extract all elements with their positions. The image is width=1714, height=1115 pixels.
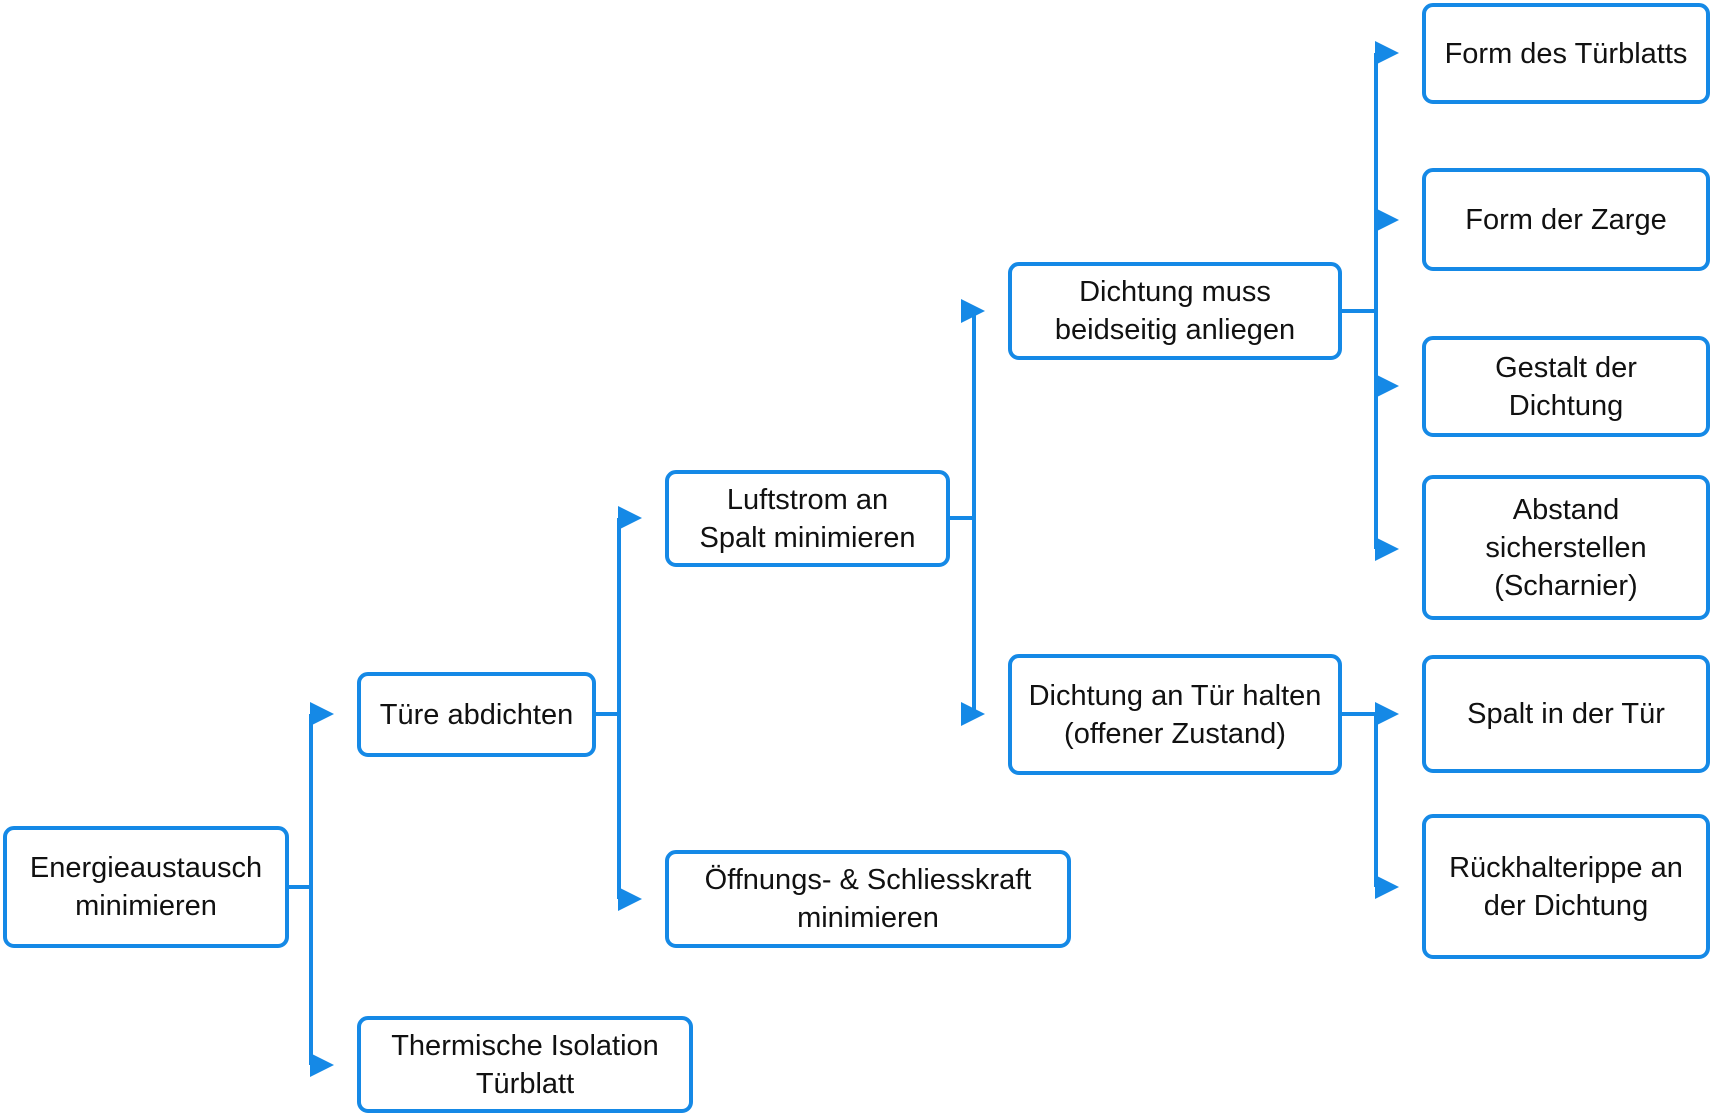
- node-root-energy-exchange: Energieaustausch minimieren: [3, 826, 289, 948]
- node-frame-shape: Form der Zarge: [1422, 168, 1710, 271]
- node-door-leaf-shape: Form des Türblatts: [1422, 3, 1710, 104]
- node-opening-force: Öffnungs- & Schliesskraft minimieren: [665, 850, 1071, 948]
- node-ensure-distance: Abstand sicherstellen (Scharnier): [1422, 475, 1710, 620]
- node-retaining-rib: Rückhalterippe an der Dichtung: [1422, 814, 1710, 959]
- node-seal-both-sides: Dichtung muss beidseitig anliegen: [1008, 262, 1342, 360]
- node-thermal-insulation: Thermische Isolation Türblatt: [357, 1016, 693, 1113]
- node-seal-design: Gestalt der Dichtung: [1422, 336, 1710, 437]
- node-airflow-gap: Luftstrom an Spalt minimieren: [665, 470, 950, 567]
- node-seal-hold-door: Dichtung an Tür halten (offener Zustand): [1008, 654, 1342, 775]
- node-door-gap: Spalt in der Tür: [1422, 655, 1710, 773]
- node-seal-door: Türe abdichten: [357, 672, 596, 757]
